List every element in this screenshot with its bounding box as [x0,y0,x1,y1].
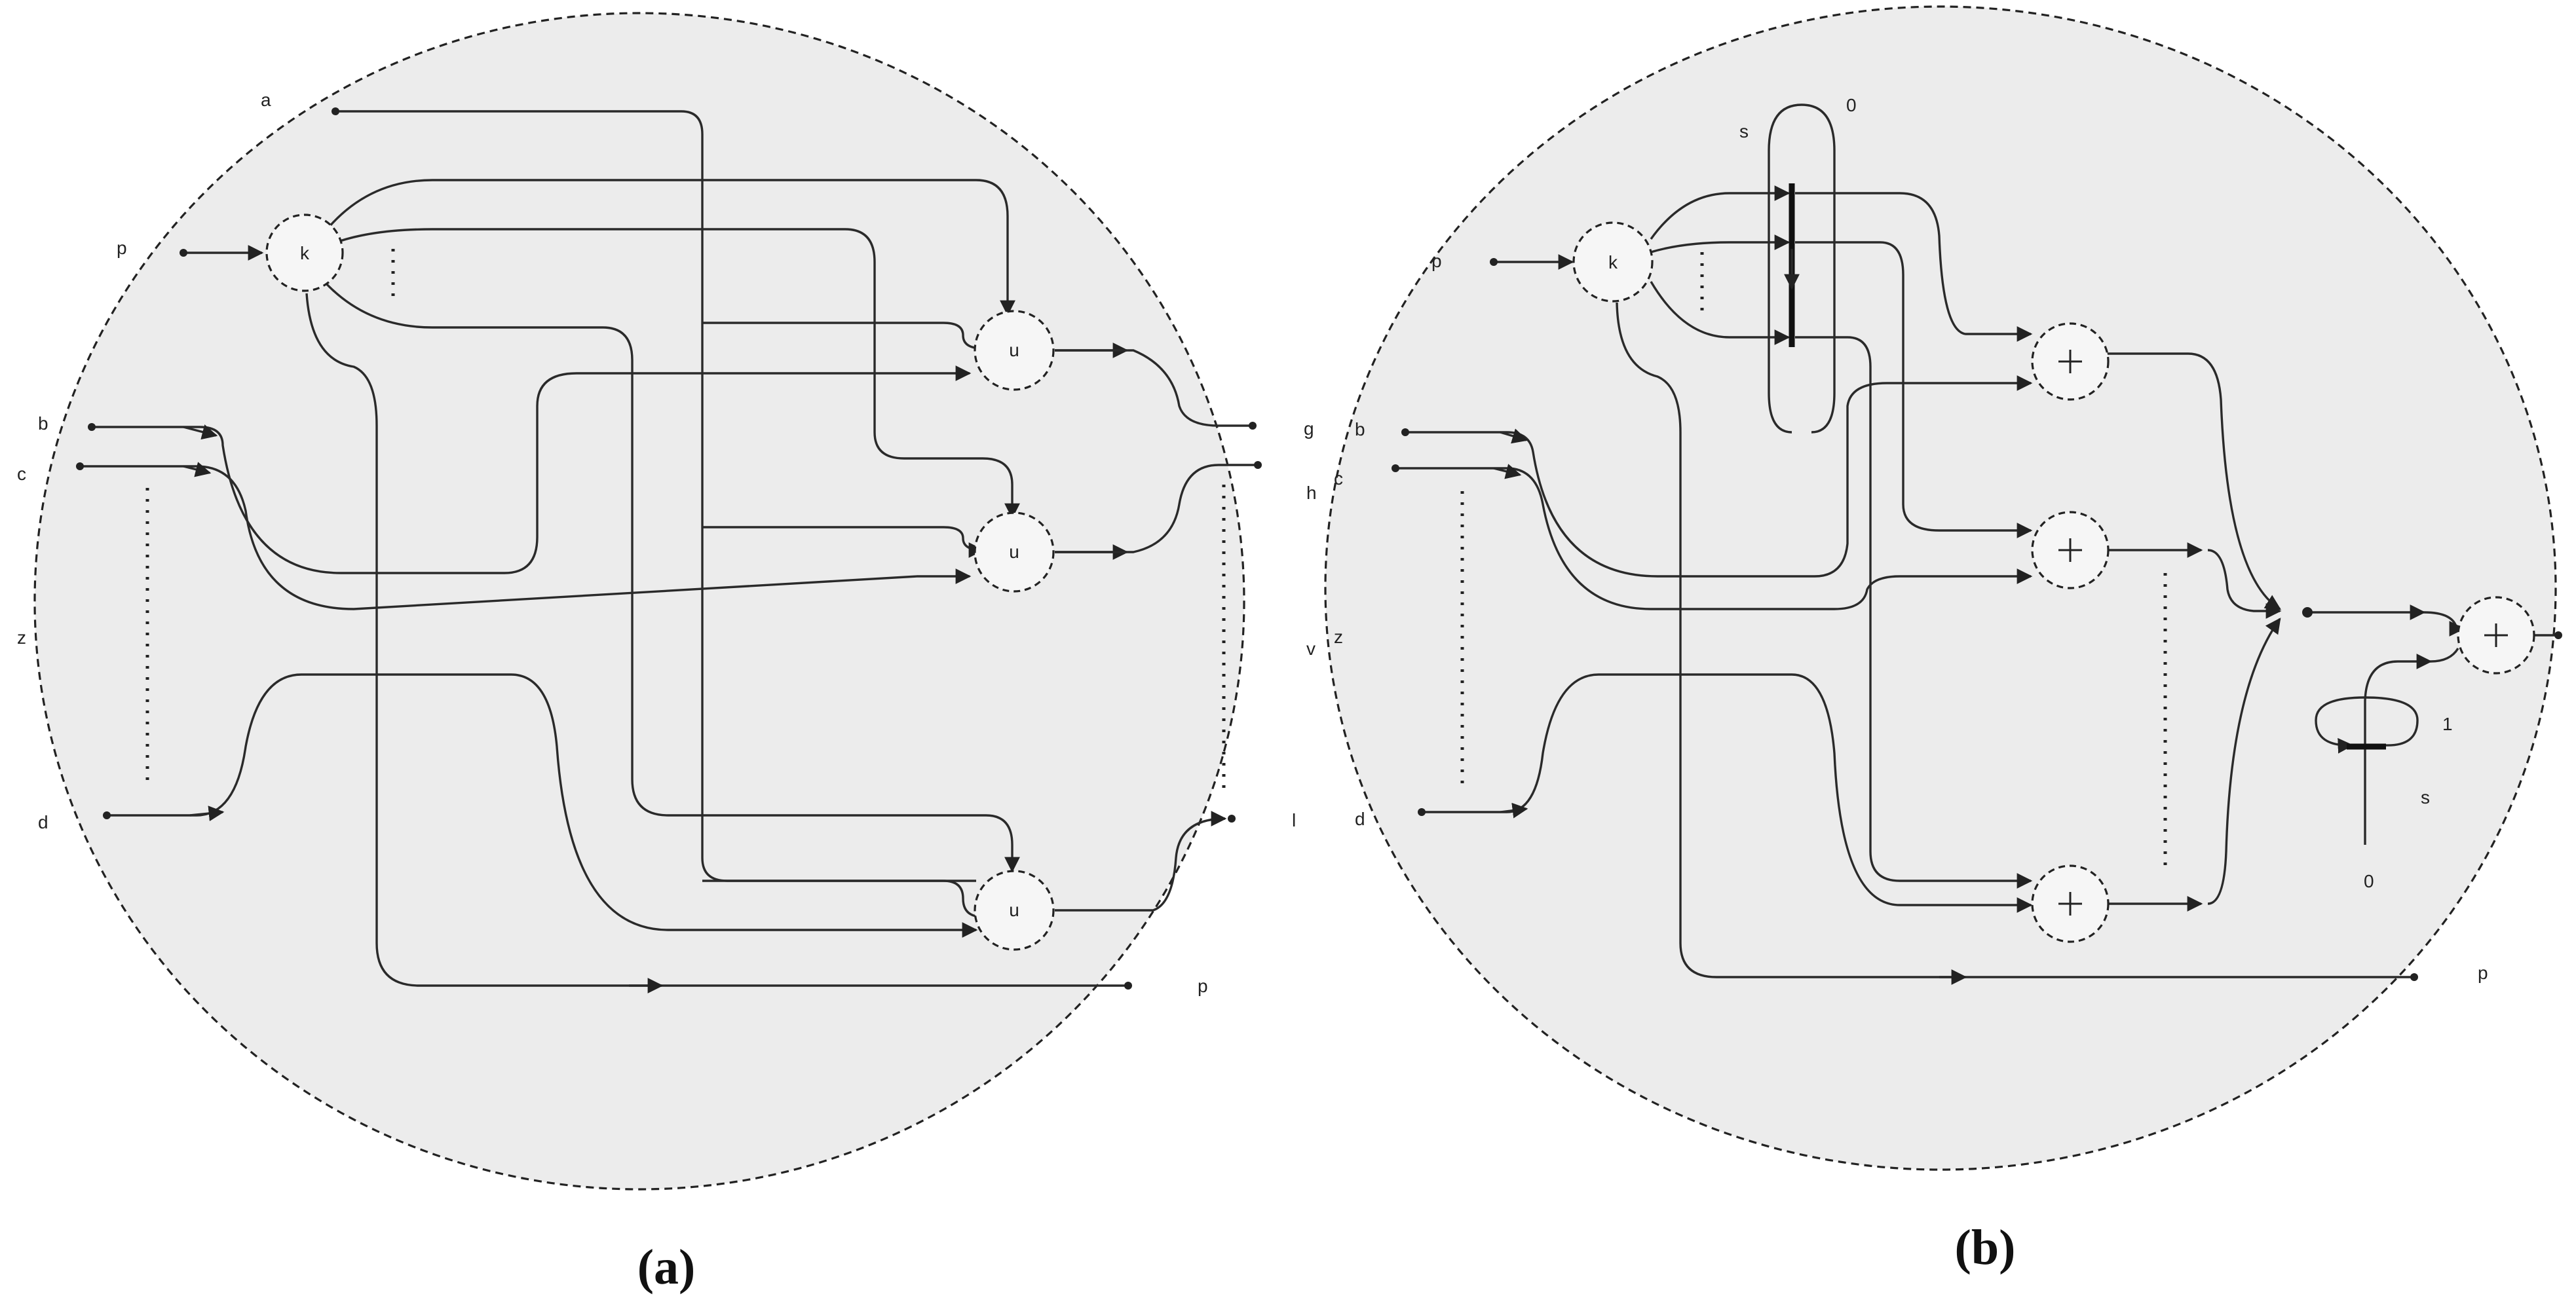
wire-k-to-p-out-b [1616,302,2414,978]
label-s-bottom: s [2421,787,2430,807]
label-p-in-a: p [117,238,127,258]
junction-dot [2302,607,2313,618]
label-p-out-a: p [1198,976,1208,996]
label-one: 1 [2442,714,2453,734]
wire-d-to-plus3 [1422,673,2033,913]
svg-text:u: u [1009,542,1019,562]
register-loop-top [1768,103,1836,434]
label-p-out-b: p [2478,963,2488,983]
wire-k-to-u2-top [327,228,1020,519]
label-h: h [1306,483,1317,503]
node-k-b: k [1572,221,1654,303]
wire-reg1-to-plus1 [1795,192,2033,342]
wire-k-out3-b [1650,281,1790,345]
label-g: g [1304,418,1314,439]
terminal-final-out [2554,631,2562,639]
wire-d-arrow-b [1500,802,1528,819]
label-d-b: d [1355,809,1365,829]
wire-b-arrow-b [1500,428,1528,444]
wires-b [1395,185,2558,985]
label-b-a: b [38,413,48,434]
wire-plus3-to-junction [2207,618,2281,905]
panel-a: k u u u a p b c z d g h v l p (a) [17,12,1317,1295]
label-c-b: c [1334,468,1343,489]
svg-text:u: u [1009,900,1019,920]
node-k-a: k [265,213,344,292]
label-z-b: z [1334,627,1343,647]
terminal-d-a [103,811,111,819]
label-v: v [1306,639,1316,659]
adder-node-1 [2031,322,2110,401]
label-c-a: c [17,464,26,484]
wire-k-out1-b [1650,185,1790,240]
label-zero-top: 0 [1846,95,1857,115]
terminal-p-out-b [2410,973,2418,981]
terminal-b-a [88,423,96,431]
wire-c-arrow-b [1493,464,1522,479]
label-d-a: d [38,812,48,832]
svg-text:k: k [300,243,310,263]
terminal-p-in-b [1490,258,1498,266]
node-u1: u [974,310,1055,391]
wire-feedback-to-final [2430,648,2459,663]
wire-plus2-to-junction [2207,549,2282,619]
wire-k-to-u3-top [323,280,1020,873]
wire-b-to-plus1 [1405,375,2033,578]
wire-reg3-to-plus3 [1795,336,2033,889]
label-p-in-b: p [1431,251,1442,271]
node-u2: u [974,511,1055,593]
wire-c-arrow [183,462,212,477]
wire-k-out2-b [1650,234,1790,253]
label-z-a: z [17,627,26,648]
caption-b: (b) [1955,1220,2016,1275]
svg-text:u: u [1009,340,1019,360]
terminal-a [331,107,339,115]
wire-u1-to-g [1055,349,1253,427]
wire-branch-to-u2 [702,526,985,558]
wire-u3-to-l [1055,811,1227,912]
caption-a: (a) [637,1240,696,1295]
terminal-l [1228,815,1236,823]
adder-node-3 [2031,864,2110,943]
wire-branch-to-u3 [702,880,983,918]
adder-node-2 [2031,511,2110,589]
wire-branch-to-u1 [702,322,983,350]
label-a: a [261,90,271,110]
label-zero-bottom: 0 [2364,871,2374,891]
wire-feedback-loop [2315,696,2419,754]
wire-c-to-plus2 [1395,467,2033,610]
wire-reg2-to-plus2 [1795,241,2033,538]
boundary-circle-b [1324,5,2557,1171]
wire-junction-to-final [2423,611,2465,637]
label-l: l [1292,810,1296,830]
terminal-d-b [1418,808,1426,816]
wire-plus1-to-junction [2103,352,2282,610]
wires-a [80,110,1258,993]
terminal-h [1254,461,1262,469]
wire-k-to-p-out [305,293,1127,987]
wire-u2-to-h [1055,464,1258,553]
terminal-b-b [1401,428,1409,436]
terminal-c-a [76,462,84,470]
adder-node-final [2457,596,2535,675]
wire-d-arrow [189,806,225,821]
svg-text:k: k [1608,252,1618,272]
wire-b-arrow [183,424,218,440]
node-u3: u [974,870,1055,951]
label-b-b: b [1355,419,1365,439]
wire-b-to-u1 [92,365,972,574]
boundary-circle-a [33,12,1245,1191]
terminal-c-b [1392,464,1399,472]
terminal-g [1249,422,1257,430]
terminal-p-out-a [1124,982,1132,990]
wire-k-to-u1-top [323,179,1015,316]
panel-b: k s 0 p b c z d p 1 s 0 (b) [1324,5,2562,1275]
wire-d-to-u3 [107,673,978,938]
terminal-p-in-a [180,249,187,257]
label-s-top: s [1739,121,1749,141]
wire-c-to-u2 [80,465,972,610]
wire-a-to-u3 [335,110,976,882]
